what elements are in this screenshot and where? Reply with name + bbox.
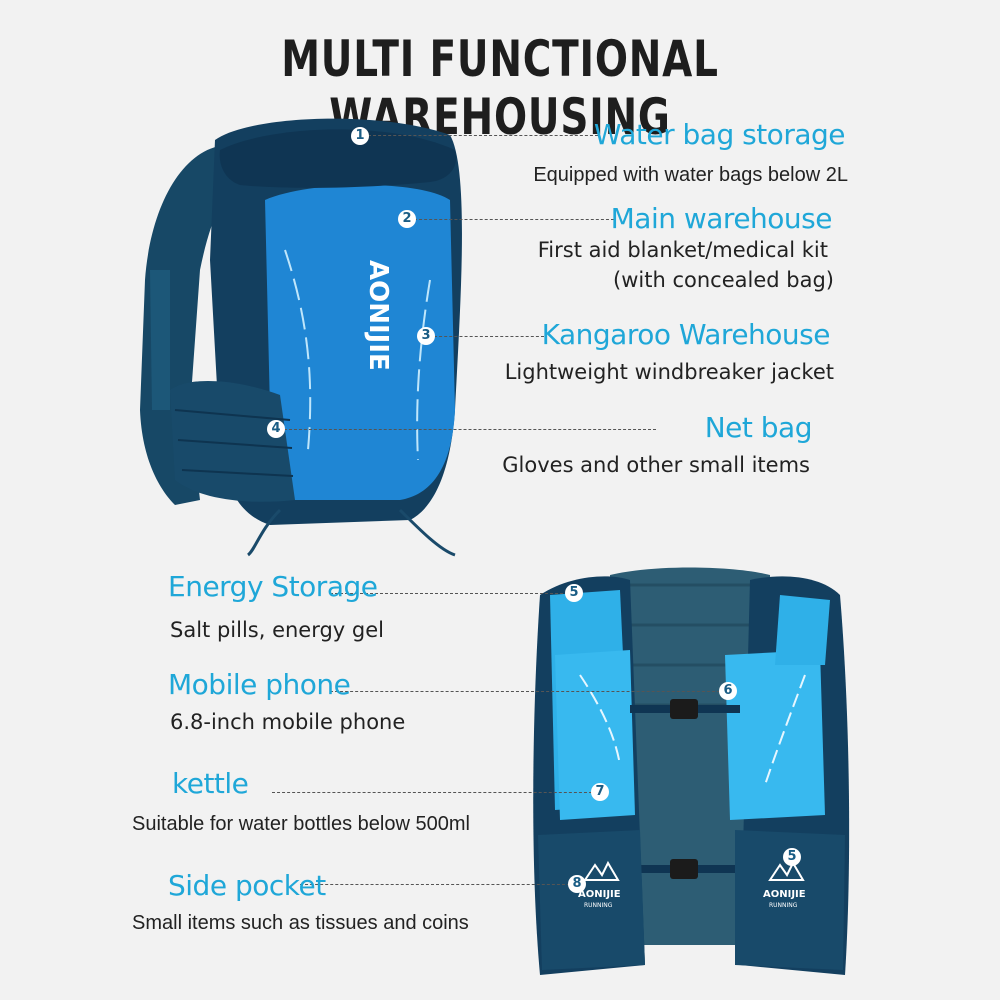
feature-5-title: Energy Storage <box>168 570 378 603</box>
feature-1-title: Water bag storage <box>593 118 846 151</box>
feature-6-desc: 6.8-inch mobile phone <box>170 710 406 734</box>
leader-line-3 <box>434 336 544 337</box>
feature-1-desc: Equipped with water bags below 2L <box>533 164 848 186</box>
leader-line-6 <box>330 691 720 692</box>
vest-tagline-right: RUNNING <box>769 902 798 909</box>
feature-8-title: Side pocket <box>168 869 326 902</box>
feature-7-title: kettle <box>172 767 249 800</box>
feature-2-desc-line-1: First aid blanket/medical kit <box>537 238 828 262</box>
feature-5-desc: Salt pills, energy gel <box>170 618 384 642</box>
feature-7-desc: Suitable for water bottles below 500ml <box>132 813 470 835</box>
marker-3: 3 <box>417 327 435 345</box>
feature-3-title: Kangaroo Warehouse <box>541 318 831 351</box>
marker-7: 7 <box>591 783 609 801</box>
vest-front-view-image: AONIJIE AONIJIE RUNNING RUNNING <box>533 567 850 975</box>
feature-4-title: Net bag <box>704 411 813 444</box>
marker-5a: 5 <box>565 584 583 602</box>
leader-line-2 <box>414 219 614 220</box>
vest-logo-left: AONIJIE <box>578 889 621 900</box>
marker-8: 8 <box>568 875 586 893</box>
marker-2: 2 <box>398 210 416 228</box>
marker-6: 6 <box>719 682 737 700</box>
feature-2-title: Main warehouse <box>610 202 833 235</box>
vest-logo-right: AONIJIE <box>763 889 806 900</box>
feature-6-title: Mobile phone <box>168 668 351 701</box>
feature-2-desc-line-2: (with concealed bag) <box>613 268 834 292</box>
marker-5b: 5 <box>783 848 801 866</box>
page-title: MULTI FUNCTIONAL WAREHOUSING <box>281 30 719 146</box>
vest-tagline-left: RUNNING <box>584 902 613 909</box>
leader-line-4 <box>284 429 656 430</box>
marker-1: 1 <box>351 127 369 145</box>
marker-4: 4 <box>267 420 285 438</box>
leader-line-5 <box>330 593 568 594</box>
feature-3-desc: Lightweight windbreaker jacket <box>504 360 834 384</box>
feature-8-desc: Small items such as tissues and coins <box>132 912 469 934</box>
brand-logo-text: AONIJIE <box>363 260 393 371</box>
leader-line-1 <box>368 135 598 136</box>
leader-line-7 <box>272 792 592 793</box>
feature-4-desc: Gloves and other small items <box>502 453 810 477</box>
leader-line-8 <box>300 884 570 885</box>
